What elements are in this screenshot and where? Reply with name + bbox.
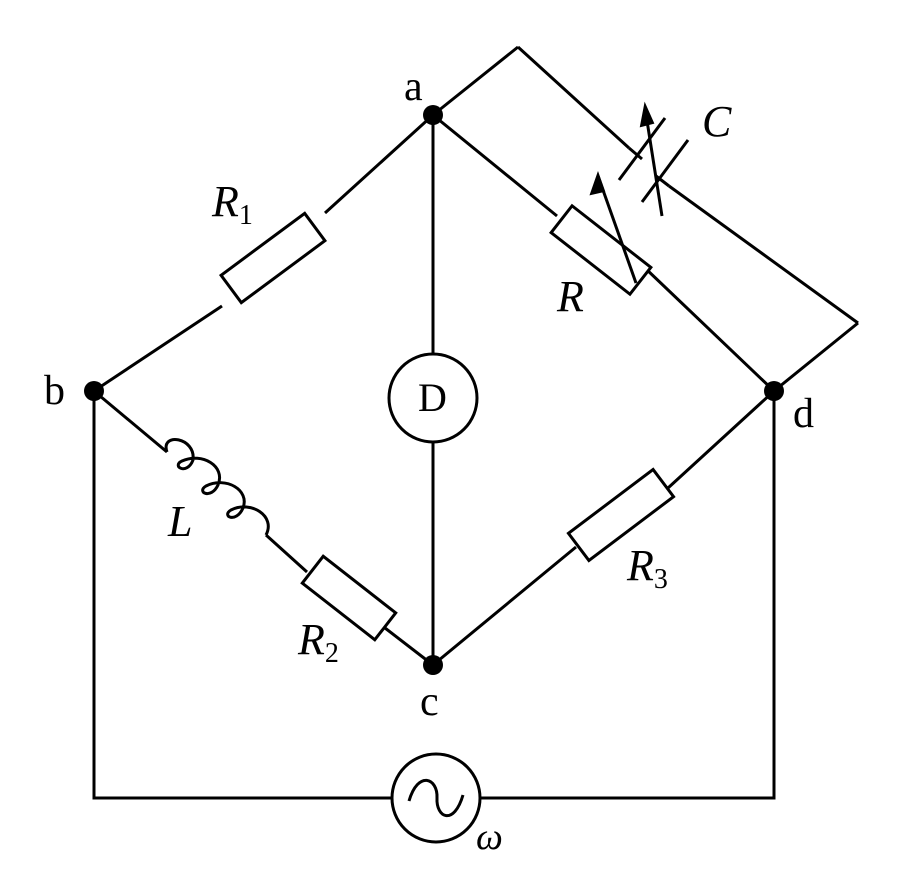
wire-b-source — [92, 391, 392, 800]
label-c: C — [702, 97, 732, 146]
wire-a-top — [432, 45, 519, 117]
wire-l-r2 — [264, 533, 309, 574]
label-r3: R3 — [627, 541, 668, 595]
resistor-r3 — [566, 467, 676, 563]
node-label-c: c — [420, 679, 439, 725]
detector-circle — [387, 352, 479, 444]
label-detector: D — [418, 375, 447, 420]
wire-a-r1 — [323, 113, 435, 215]
inductor-l — [164, 438, 270, 536]
wire-top-c1 — [516, 45, 631, 150]
node-label-a: a — [404, 64, 423, 110]
capacitor-plate-2 — [640, 139, 690, 203]
sine-wave-icon — [407, 778, 465, 818]
label-r: R — [557, 272, 584, 321]
label-r2: R2 — [298, 615, 339, 669]
capacitor-plate-1 — [617, 117, 667, 181]
wire-r1-b — [93, 304, 223, 393]
node-label-b: b — [44, 368, 65, 414]
ac-source — [390, 752, 482, 844]
label-l: L — [168, 497, 193, 546]
resistor-r2 — [300, 554, 398, 642]
label-r1: R1 — [212, 177, 253, 231]
node-label-d: d — [793, 391, 814, 437]
wire-r2-c — [384, 626, 434, 667]
resistor-r1 — [218, 211, 328, 305]
wires — [92, 45, 859, 800]
variable-resistor-r — [549, 203, 653, 297]
node-dot-b — [84, 381, 104, 401]
wire-c-r3 — [432, 545, 577, 667]
node-dot-a — [423, 105, 443, 125]
variable-capacitor-c — [617, 101, 690, 217]
node-dot-c — [423, 655, 443, 675]
wire-source-d — [480, 391, 776, 800]
wire-right-d — [773, 321, 859, 393]
wire-r3-d — [666, 389, 776, 490]
capacitor-arrow — [643, 107, 664, 217]
label-omega: ω — [476, 816, 503, 858]
node-dot-d — [764, 381, 784, 401]
variable-resistor-arrow — [589, 170, 638, 284]
wire-b-l — [93, 389, 168, 454]
wire-a-r — [432, 113, 558, 218]
wire-c2-right — [668, 184, 859, 325]
wire-r-d — [643, 266, 776, 393]
